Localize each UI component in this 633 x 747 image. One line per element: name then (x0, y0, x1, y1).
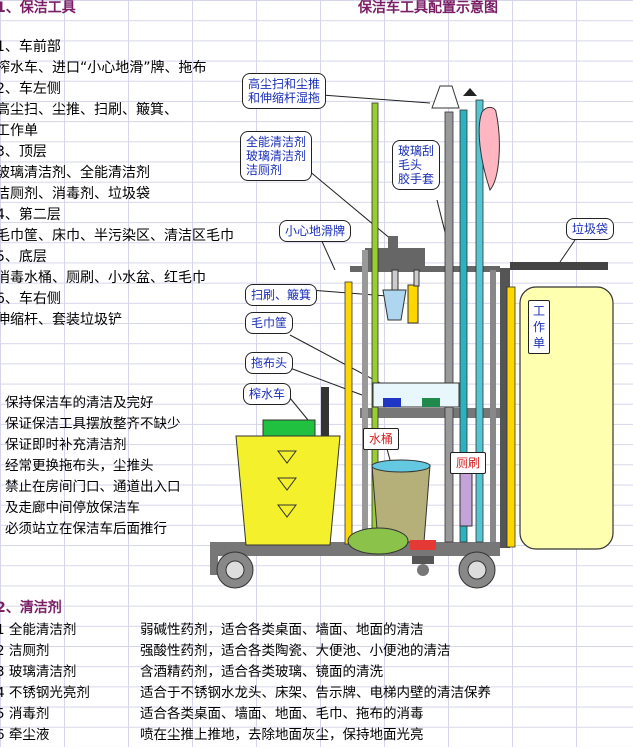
parts-line-5: 工作单 (0, 123, 38, 139)
callout-cleaners: 全能清洁剂 玻璃清洁剂 洁厕剂 (240, 131, 313, 181)
tip-7: 必须站立在保洁车后面推行 (5, 521, 167, 537)
parts-line-6: 3、顶层 (0, 144, 47, 160)
tip-1: 保持保洁车的清洁及完好 (5, 395, 154, 411)
callout-caution-sign: 小心地滑牌 (279, 220, 352, 242)
tip-5: 禁止在房间门口、通道出入口 (5, 479, 181, 495)
tip-4: 经常更换拖布头，尘推头 (5, 458, 154, 474)
callout-broom-pan: 扫刷、簸箕 (245, 284, 318, 306)
agent-desc-5: 适合各类桌面、墙面、地面、毛巾、拖布的消毒 (140, 706, 424, 722)
parts-line-9: 4、第二层 (0, 207, 61, 223)
parts-line-8: 洁厕剂、消毒剂、垃圾袋 (0, 186, 150, 202)
parts-line-4: 高尘扫、尘推、扫刷、簸箕、 (0, 102, 178, 118)
agent-name-1: 1 全能清洁剂 (0, 622, 77, 638)
tip-3: 保证即时补充清洁剂 (5, 437, 127, 453)
parts-line-13: 6、车右侧 (0, 291, 61, 307)
callout-wringer: 榨水车 (243, 383, 292, 405)
parts-line-3: 2、车左侧 (0, 81, 61, 97)
agent-desc-3: 含酒精药剂，适合各类玻璃、镜面的清洗 (140, 664, 383, 680)
agent-name-3: 3 玻璃清洁剂 (0, 664, 77, 680)
callout-bucket: 水桶 (363, 428, 400, 450)
parts-line-10: 毛巾筐、床巾、半污染区、清洁区毛巾 (0, 228, 234, 244)
agent-name-6: 6 牵尘液 (0, 727, 50, 743)
agent-desc-1: 弱碱性药剂，适合各类桌面、墙面、地面的清洁 (140, 622, 424, 638)
parts-line-12: 消毒水桶、厕刷、小水盆、红毛巾 (0, 270, 206, 286)
callout-garbage-bag: 垃圾袋 (566, 218, 615, 240)
agent-desc-4: 适合于不锈钢水龙头、床架、告示牌、电梯内壁的清洁保养 (140, 685, 491, 701)
agent-name-4: 4 不锈钢光亮剂 (0, 685, 90, 701)
cleaning-cart-diagram (210, 85, 614, 589)
callout-duster: 高尘扫和尘推 和伸缩杆湿拖 (242, 73, 327, 109)
agent-name-5: 5 消毒剂 (0, 706, 50, 722)
section2-heading: 2、清洁剂 (0, 600, 62, 616)
parts-line-2: 榨水车、进口“小心地滑”牌、拖布 (0, 60, 207, 76)
agent-desc-2: 强酸性药剂，适合各类陶瓷、大便池、小便池的清洁 (140, 643, 451, 659)
callout-glass-scraper: 玻璃刮 毛头 胶手套 (392, 140, 441, 190)
callout-mop-head: 拖布头 (245, 352, 294, 374)
section1-heading: 1、保洁工具 (0, 0, 76, 16)
callout-toilet-brush: 厕刷 (450, 452, 487, 474)
tip-2: 保证保洁工具摆放整齐不缺少 (5, 416, 181, 432)
agent-desc-6: 喷在尘推上推地，去除地面灰尘，保持地面光亮 (140, 727, 424, 743)
agent-name-2: 2 洁厕剂 (0, 643, 50, 659)
callout-work-sheet: 工 作 单 (528, 300, 551, 354)
tip-6: 及走廊中间停放保洁车 (5, 500, 140, 516)
parts-line-11: 5、底层 (0, 249, 47, 265)
callout-towel-basket: 毛巾筐 (245, 312, 294, 334)
parts-line-1: 1、车前部 (0, 39, 61, 55)
diagram-title: 保洁车工具配置示意图 (358, 0, 498, 16)
parts-line-7: 玻璃清洁剂、全能清洁剂 (0, 165, 150, 181)
parts-line-14: 伸缩杆、套装垃圾铲 (0, 312, 122, 328)
